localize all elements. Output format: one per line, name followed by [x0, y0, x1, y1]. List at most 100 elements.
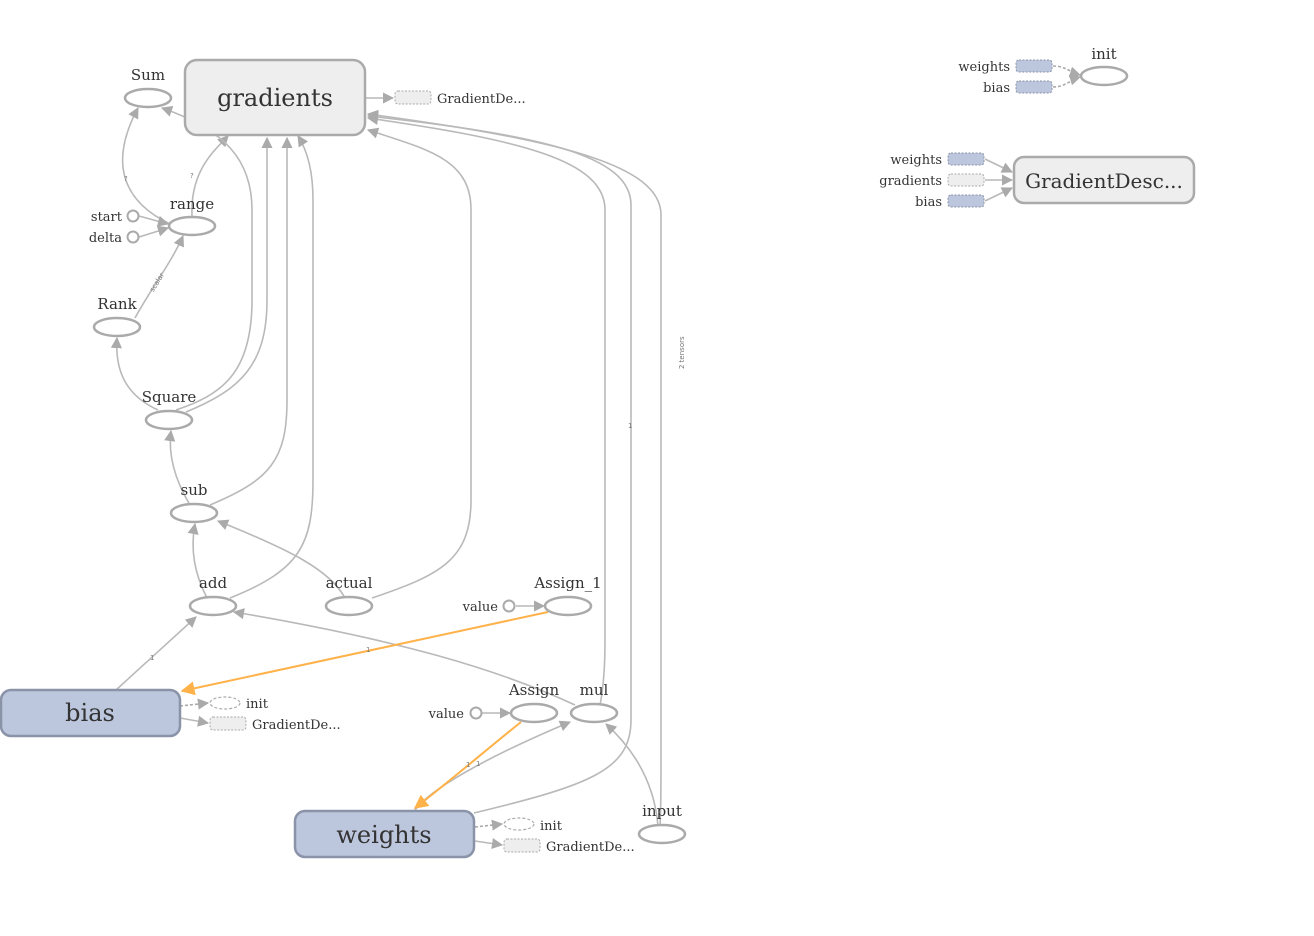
edge-rank-range: [134, 234, 184, 319]
edge-input-gradients: [366, 109, 662, 827]
edge-bias-gd: [179, 715, 210, 727]
edges: [110, 92, 662, 850]
edge-assign1-bias: [180, 611, 549, 696]
aux-init-weights-stub[interactable]: [1015, 59, 1053, 73]
edge-input-mul: [605, 723, 659, 827]
edge-start-range: [138, 215, 170, 227]
edge-sub-square: [164, 429, 191, 506]
aux-init-bias-label: bias: [983, 81, 1010, 96]
gradients-out-label: GradientDe...: [437, 92, 526, 107]
aux-gd-label: GradientDesc...: [1025, 169, 1183, 193]
bias-label: bias: [65, 699, 115, 727]
actual-node[interactable]: actual: [324, 574, 374, 617]
aux-init-group[interactable]: init weights bias: [958, 45, 1129, 96]
aux-gd-edge-weights: [984, 158, 1014, 173]
bias-gd-label: GradientDe...: [252, 718, 341, 733]
aux-init-bias-stub[interactable]: [1015, 80, 1053, 94]
edge-label-mul-gradients: 1: [628, 422, 632, 430]
input-label: input: [642, 802, 682, 820]
edge-label-weights-mul: 1: [476, 760, 480, 768]
sum-node[interactable]: Sum: [123, 66, 173, 109]
assign-1-value-label: value: [462, 600, 499, 615]
edge-label-range-sum: ?: [124, 175, 128, 183]
edge-label-assign1-bias: 1: [366, 646, 370, 654]
bias-gd-stub[interactable]: GradientDe...: [209, 716, 341, 733]
bias-init-label: init: [246, 697, 269, 712]
aux-init-edge-bias: [1052, 74, 1082, 88]
aux-gd-edge-bias: [984, 187, 1014, 202]
start-label: start: [91, 210, 123, 225]
edge-range-sum: [121, 107, 171, 225]
square-node[interactable]: Square: [142, 388, 197, 431]
delta-const[interactable]: delta: [89, 230, 140, 246]
edge-square-gradients: [185, 136, 273, 413]
edge-square-sum: [160, 106, 253, 411]
aux-gd-weights-stub[interactable]: [947, 152, 985, 166]
assign-1-label: Assign_1: [533, 574, 601, 592]
sum-label: Sum: [131, 66, 165, 84]
mul-label: mul: [580, 681, 609, 699]
aux-init-node[interactable]: [1079, 65, 1129, 87]
edge-label-bias-add: 1: [150, 654, 154, 662]
rank-label: Rank: [97, 295, 137, 313]
rank-node[interactable]: Rank: [92, 295, 142, 338]
edge-label-range-gradients: ?: [190, 172, 194, 180]
range-node[interactable]: range: [167, 195, 217, 237]
add-label: add: [199, 574, 228, 592]
gradients-node[interactable]: gradients: [183, 58, 367, 137]
square-label: Square: [142, 388, 197, 406]
sub-node[interactable]: sub: [169, 481, 219, 524]
sub-label: sub: [181, 481, 208, 499]
edge-add-sub: [187, 522, 208, 599]
weights-gd-stub[interactable]: GradientDe...: [503, 838, 635, 855]
aux-gd-bias-stub[interactable]: [947, 194, 985, 208]
edge-square-rank: [110, 336, 159, 411]
mul-node[interactable]: mul: [569, 681, 619, 724]
edge-delta-range: [138, 225, 170, 238]
weights-node[interactable]: weights: [293, 809, 476, 859]
edge-assign-weights: [413, 721, 522, 809]
aux-init-edge-weights: [1052, 65, 1082, 78]
weights-init-label: init: [540, 819, 563, 834]
assign-node[interactable]: Assign: [508, 681, 560, 724]
edge-bias-init: [179, 698, 210, 710]
aux-gd-gradients-label: gradients: [879, 174, 942, 189]
edge-sub-gradients: [209, 136, 293, 506]
gradients-label: gradients: [217, 84, 333, 112]
aux-gd-weights-label: weights: [890, 153, 942, 168]
edge-mul-gradients: [366, 113, 606, 706]
edge-bias-add: [115, 616, 197, 691]
bias-init-stub[interactable]: init: [209, 696, 269, 712]
input-node[interactable]: input: [637, 802, 687, 845]
edge-add-gradients: [229, 135, 314, 599]
assign-label: Assign: [508, 681, 560, 699]
edge-label-rank-range: scalar: [148, 271, 166, 293]
actual-label: actual: [326, 574, 373, 592]
weights-init-stub[interactable]: init: [503, 817, 563, 834]
delta-label: delta: [89, 231, 122, 246]
edge-weights-mul: [414, 720, 572, 811]
assign-1-node[interactable]: Assign_1: [533, 574, 602, 617]
range-label: range: [170, 195, 214, 213]
add-node[interactable]: add: [188, 574, 238, 617]
aux-init-label: init: [1091, 45, 1116, 63]
assign-1-value-const[interactable]: value: [462, 599, 516, 615]
gradients-out-stub[interactable]: GradientDe...: [394, 90, 526, 107]
aux-gd-node[interactable]: [1012, 155, 1196, 205]
start-const[interactable]: start: [91, 209, 140, 225]
aux-gd-gradients-stub[interactable]: [947, 173, 985, 187]
assign-value-const[interactable]: value: [428, 706, 483, 722]
edge-label-input-gradients: 2 tensors: [678, 336, 686, 369]
edge-label-assign-weights: 1: [466, 761, 470, 769]
edge-range-gradients: [191, 135, 229, 217]
aux-gd-bias-label: bias: [915, 195, 942, 210]
edge-weights-gd: [474, 837, 504, 850]
weights-gd-label: GradientDe...: [546, 840, 635, 855]
assign-value-label: value: [428, 707, 465, 722]
edge-weights-init: [474, 819, 504, 831]
bias-node[interactable]: bias: [0, 688, 182, 738]
weights-label: weights: [336, 821, 431, 849]
edge-actual-sub: [216, 519, 346, 599]
aux-gd-group[interactable]: GradientDesc... weights gradients bias: [879, 152, 1196, 210]
